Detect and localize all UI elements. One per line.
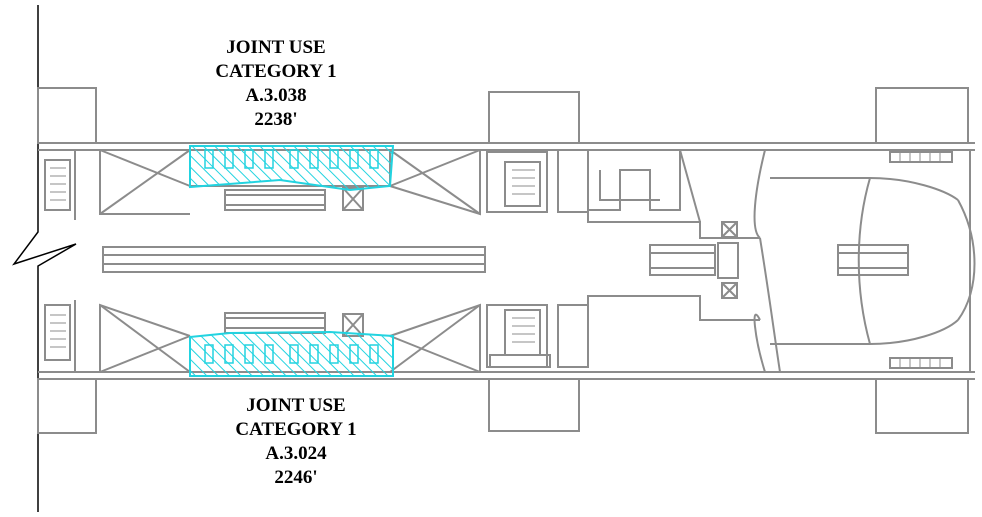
zone-name: JOINT USE — [226, 37, 326, 58]
structure-linework — [37, 87, 976, 434]
joint-use-zone-top[interactable] — [189, 145, 395, 192]
zone-name: JOINT USE — [246, 395, 346, 416]
zone-code: A.3.024 — [265, 443, 327, 464]
joint-use-zone-bottom[interactable] — [189, 330, 394, 377]
zone-area: 2238' — [254, 109, 298, 130]
break-line — [11, 5, 77, 512]
zone-area: 2246' — [274, 467, 318, 488]
zone-category: CATEGORY 1 — [215, 61, 337, 82]
zone-label-bottom: JOINT USE CATEGORY 1 A.3.024 2246' — [196, 394, 396, 490]
zone-code: A.3.038 — [245, 85, 307, 106]
stair-treads — [50, 152, 941, 368]
zone-label-top: JOINT USE CATEGORY 1 A.3.038 2238' — [176, 36, 376, 132]
zone-category: CATEGORY 1 — [235, 419, 357, 440]
